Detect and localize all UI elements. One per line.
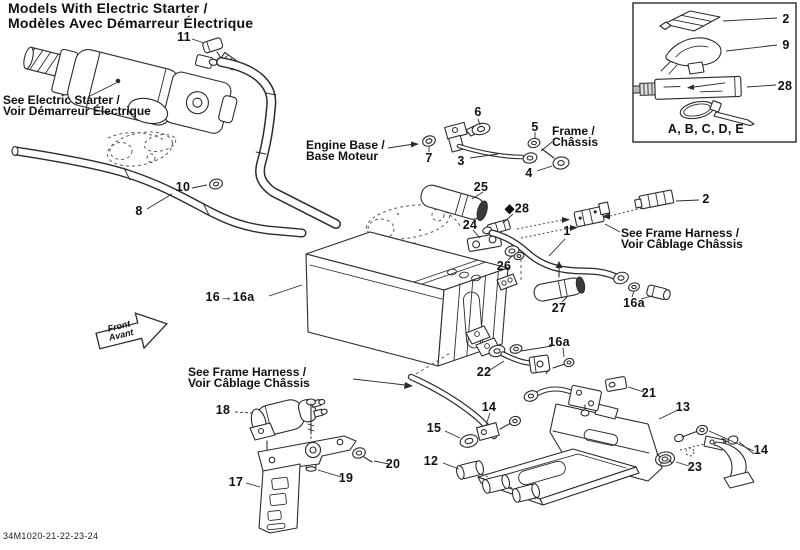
positive-cable-cluster	[466, 189, 700, 303]
title-line2: Modèles Avec Démarreur Électrique	[8, 15, 254, 31]
page-title: Models With Electric Starter / Modèles A…	[8, 1, 253, 31]
callout-19: 19	[338, 471, 354, 485]
ground-cable-drawing	[387, 118, 570, 172]
starter-cable-drawing	[216, 57, 341, 229]
callout-4: 4	[525, 166, 533, 180]
legend-cable-tie-drawing	[679, 100, 755, 127]
callout-5: 5	[531, 120, 539, 134]
callout-16a-right: 16a	[623, 296, 645, 310]
note-see-electric-starter: See Electric Starter / Voir Démarreur Él…	[3, 93, 151, 118]
document-code: 34M1020-21-22-23-24	[3, 531, 99, 541]
legend-part-9-drawing	[660, 37, 778, 75]
legend-part-28-drawing	[632, 75, 742, 100]
callout-1: 1	[563, 224, 571, 238]
legend-fastener-sizes: A, B, C, D, E	[667, 122, 745, 136]
boot-25-drawing	[420, 184, 488, 221]
callout-16-range: 16→16a	[205, 290, 255, 304]
bolt-20-drawing	[352, 447, 390, 465]
callout-26: 26	[496, 259, 512, 273]
callout-11: 11	[177, 30, 191, 44]
starter-motor-drawing	[23, 46, 238, 134]
right-fasteners-drawing	[655, 424, 755, 489]
callout-16a-mid: 16a	[548, 335, 570, 349]
strap-22-cluster	[488, 344, 575, 375]
callout-15: 15	[426, 421, 442, 435]
front-direction-arrow	[95, 312, 169, 350]
callout-14-right: 14	[753, 443, 769, 457]
callout-27: 27	[551, 301, 567, 315]
legend-part-2-drawing	[659, 10, 778, 32]
retainer-rod-drawing	[523, 384, 602, 417]
bolt-14-left-drawing	[485, 412, 521, 430]
callout-2: 2	[702, 192, 710, 206]
callout-17: 17	[228, 475, 244, 489]
lower-harness-drawing	[352, 351, 500, 441]
callout-6: 6	[474, 105, 482, 119]
bracket-17-drawing	[245, 435, 357, 534]
bumper-21-drawing	[604, 376, 628, 392]
rubber-mounts-12-drawing	[442, 460, 541, 503]
callout-18: 18	[215, 403, 231, 417]
callout-12: 12	[423, 454, 439, 468]
callout-28: ◆28	[504, 201, 530, 216]
battery-cable-8-drawing	[11, 146, 307, 238]
note-diamond-icon: ◆	[504, 201, 515, 216]
solenoid-18-drawing	[234, 398, 342, 478]
callout-20: 20	[385, 457, 401, 471]
note-see-frame-harness-right: See Frame Harness / Voir Câblage Châssis	[621, 226, 743, 251]
title-line1: Models With Electric Starter /	[8, 0, 208, 16]
callout-22: 22	[476, 365, 492, 379]
callout-23: 23	[687, 460, 703, 474]
callout-24: 24	[462, 218, 478, 232]
part-10-drawing	[209, 178, 223, 190]
callout-25: 25	[473, 180, 489, 194]
callout-3: 3	[457, 154, 465, 168]
flywheel-reference-sketch	[107, 131, 177, 167]
callout-8: 8	[135, 204, 143, 218]
callout-14-left: 14	[481, 400, 497, 414]
note-see-frame-harness-left: See Frame Harness / Voir Câblage Châssis	[188, 365, 310, 390]
note-frame: Frame / Châssis	[552, 124, 599, 149]
battery-drawing	[268, 231, 518, 367]
note-engine-base: Engine Base / Base Moteur	[306, 138, 385, 163]
legend-label-9: 9	[782, 38, 790, 52]
callout-13: 13	[675, 400, 691, 414]
callout-10: 10	[175, 180, 191, 194]
legend-label-2: 2	[782, 12, 790, 26]
hardware-legend-box	[632, 2, 797, 143]
callout-21: 21	[641, 386, 657, 400]
callout-7: 7	[425, 151, 433, 165]
washer-15-drawing	[444, 430, 479, 448]
legend-label-28: 28	[777, 79, 793, 93]
